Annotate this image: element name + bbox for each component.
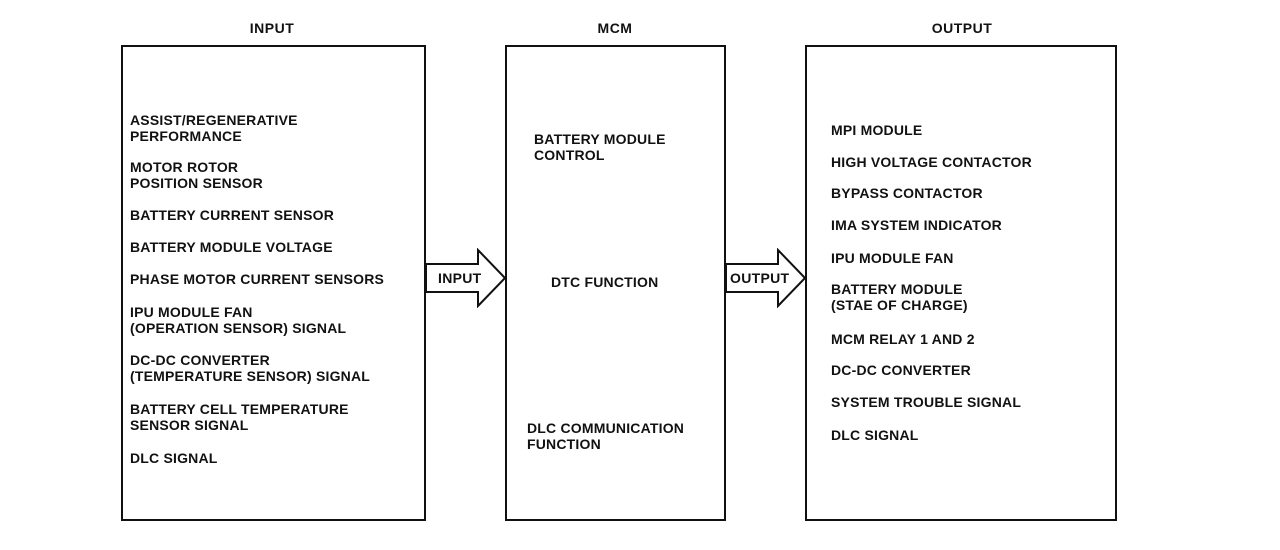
mcm-item: BATTERY MODULE CONTROL: [534, 131, 666, 163]
mcm-heading: MCM: [597, 20, 633, 36]
input-item: DC-DC CONVERTER (TEMPERATURE SENSOR) SIG…: [130, 352, 371, 384]
mcm-item: DLC COMMUNICATION FUNCTION: [527, 420, 685, 452]
input-item: IPU MODULE FAN (OPERATION SENSOR) SIGNAL: [130, 304, 347, 336]
output-item: MPI MODULE: [831, 122, 923, 138]
input-item: DLC SIGNAL: [130, 450, 218, 466]
input-item: MOTOR ROTOR POSITION SENSOR: [130, 159, 263, 191]
output-item: BATTERY MODULE (STAE OF CHARGE): [831, 281, 968, 313]
output-item: MCM RELAY 1 AND 2: [831, 331, 975, 347]
input-item: BATTERY CURRENT SENSOR: [130, 207, 335, 223]
mcm-box: BATTERY MODULE CONTROL DTC FUNCTION DLC …: [505, 45, 726, 521]
output-arrow-label: OUTPUT: [730, 270, 790, 286]
output-item: BYPASS CONTACTOR: [831, 185, 983, 201]
input-heading: INPUT: [249, 20, 295, 36]
mcm-item: DTC FUNCTION: [551, 274, 659, 290]
output-item: SYSTEM TROUBLE SIGNAL: [831, 394, 1022, 410]
output-heading: OUTPUT: [931, 20, 993, 36]
input-arrow-icon: [425, 248, 507, 308]
input-item: ASSIST/REGENERATIVE PERFORMANCE: [130, 112, 298, 144]
output-item: DLC SIGNAL: [831, 427, 919, 443]
input-item: PHASE MOTOR CURRENT SENSORS: [130, 271, 385, 287]
input-item: BATTERY MODULE VOLTAGE: [130, 239, 333, 255]
output-arrow-icon: [725, 248, 807, 308]
input-item: BATTERY CELL TEMPERATURE SENSOR SIGNAL: [130, 401, 349, 433]
output-item: HIGH VOLTAGE CONTACTOR: [831, 154, 1032, 170]
output-item: DC-DC CONVERTER: [831, 362, 971, 378]
output-box: MPI MODULE HIGH VOLTAGE CONTACTOR BYPASS…: [805, 45, 1117, 521]
input-box: ASSIST/REGENERATIVE PERFORMANCE MOTOR RO…: [121, 45, 426, 521]
output-item: IPU MODULE FAN: [831, 250, 954, 266]
output-item: IMA SYSTEM INDICATOR: [831, 217, 1002, 233]
input-arrow-label: INPUT: [438, 270, 482, 286]
